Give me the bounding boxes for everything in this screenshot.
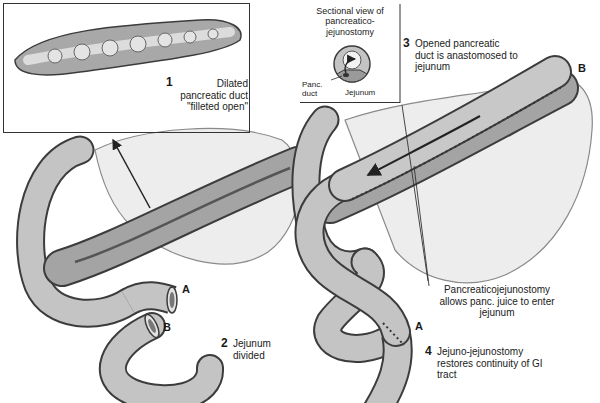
flow-arrow [345, 59, 355, 73]
caption-text: Opened pancreatic duct is anastomosed to… [415, 38, 519, 73]
lumen [147, 318, 158, 334]
duct-bead [184, 31, 196, 43]
jejunum-outline [128, 296, 172, 302]
pancreas-filleted [15, 20, 241, 75]
leader-line [414, 166, 429, 286]
roux-limb-outline [309, 185, 396, 332]
callout-number: 4 [425, 345, 432, 359]
jejunum-proximal [128, 296, 172, 302]
pointer-arrow [113, 140, 150, 208]
part-label: Panc. duct [302, 80, 330, 98]
lumen [170, 292, 175, 308]
cut-end [167, 287, 177, 313]
flow-arrow [368, 116, 480, 175]
roux-limb [345, 72, 555, 185]
section-inset: Sectional view of pancreatico-jejunostom… [300, 3, 400, 103]
leader-line [402, 105, 428, 281]
duct-bead [102, 40, 118, 56]
duct-bead [158, 33, 172, 47]
callout-number: 1 [166, 76, 173, 90]
inset-title: Sectional view of pancreatico-jejunostom… [304, 6, 396, 37]
anastomosis-stitches [352, 87, 562, 199]
callout-number: 3 [403, 37, 410, 51]
duct-bead [130, 36, 146, 52]
duct-bead [74, 44, 90, 60]
caption-text: Jejuno-jejunostomy restores continuity o… [437, 346, 549, 381]
jejunum-outline [113, 326, 210, 398]
pancreas [62, 165, 298, 268]
end-letter: A [182, 283, 190, 296]
pancreas-outline [62, 165, 298, 268]
duct-bead [208, 29, 218, 39]
duct-bead [48, 49, 62, 63]
end-letter: A [415, 320, 423, 333]
end-letter: B [578, 62, 586, 75]
callout-number: 2 [221, 337, 228, 351]
caption-text: Pancreaticojejunostomy allows panc. juic… [432, 284, 562, 319]
leader-line [331, 76, 342, 80]
anastomosis-stitches [383, 323, 404, 345]
duct-section [343, 73, 349, 77]
caption-text: Dilated pancreatic duct "filleted open" [176, 78, 248, 113]
inset-frame [400, 4, 401, 103]
roux-limb-outline [345, 72, 555, 185]
roux-limb [309, 185, 396, 332]
cut-end [142, 313, 162, 340]
pancreatic-duct [75, 168, 290, 262]
jejunum-distal [113, 326, 210, 398]
inset-box: 1Dilated pancreatic duct "filleted open" [3, 3, 250, 133]
part-label: Jejunum [345, 88, 375, 97]
caption-text: Jejunum divided [233, 338, 293, 361]
end-letter: B [163, 321, 171, 334]
